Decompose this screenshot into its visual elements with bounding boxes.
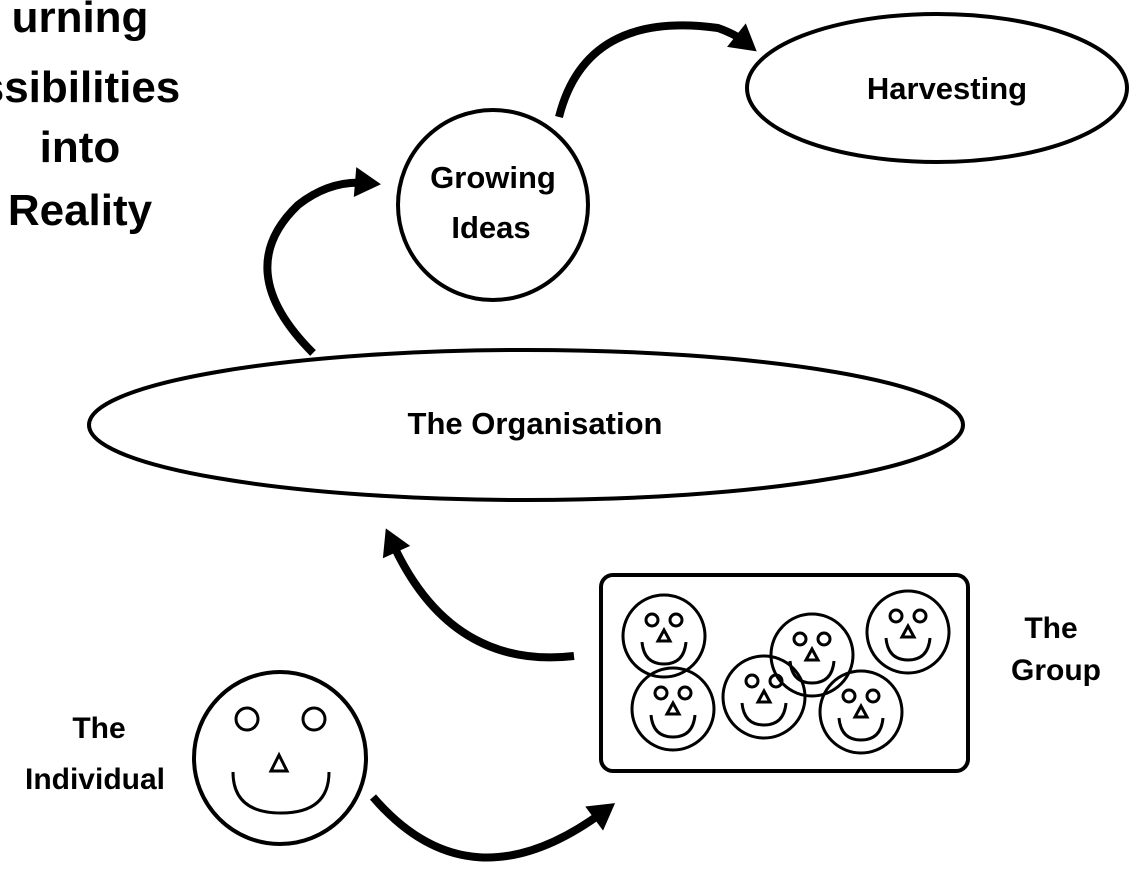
growing-ideas-label-line-1: Growing <box>430 160 556 195</box>
title-line-3: into <box>40 123 121 172</box>
page-title: urning ssibilities into Reality <box>0 0 180 235</box>
individual-label: The Individual <box>25 712 165 796</box>
group-label: The Group <box>1011 612 1101 687</box>
group-face-outline <box>865 589 951 675</box>
arrow-organisation-to-growing <box>263 167 381 356</box>
growing-ideas-label-line-2: Ideas <box>451 210 530 245</box>
group-face <box>721 654 807 740</box>
individual-face <box>192 670 368 846</box>
group-face-left-eye <box>653 685 669 701</box>
group-face-mouth <box>837 717 885 742</box>
group-face-outline <box>769 612 855 698</box>
group-face-outline <box>818 669 904 755</box>
group-face-right-eye <box>768 673 784 689</box>
group-face-right-eye <box>912 608 928 624</box>
group-face-mouth <box>740 702 788 727</box>
individual-left-eye <box>234 706 260 732</box>
group-face-outline <box>621 593 707 679</box>
individual-nose <box>268 751 290 773</box>
group-label-line-2: Group <box>1011 654 1101 687</box>
group-label-line-1: The <box>1024 612 1077 645</box>
organisation-node: The Organisation <box>87 348 965 502</box>
group-face-right-eye <box>668 612 684 628</box>
group-face-nose <box>803 645 821 662</box>
group-faces <box>621 589 951 755</box>
group-face-left-eye <box>888 608 904 624</box>
group-face-mouth <box>788 660 836 685</box>
individual-label-line-2: Individual <box>25 763 165 796</box>
group-face <box>865 589 951 675</box>
group-face-right-eye <box>816 631 832 647</box>
group-face-mouth <box>649 714 697 739</box>
group-face-mouth <box>884 637 932 662</box>
group-face-left-eye <box>744 673 760 689</box>
group-face-nose <box>664 699 682 716</box>
harvesting-node: Harvesting <box>745 12 1129 164</box>
individual-label-line-1: The <box>72 712 125 745</box>
arrow-group-to-organisation <box>382 528 575 662</box>
group-face-outline <box>721 654 807 740</box>
individual-right-eye <box>301 706 327 732</box>
group-face <box>818 669 904 755</box>
group-face-mouth <box>640 641 688 666</box>
organisation-label: The Organisation <box>408 406 663 441</box>
group-face-right-eye <box>677 685 693 701</box>
harvesting-label: Harvesting <box>867 71 1027 106</box>
group-face-nose <box>899 622 917 639</box>
group-face-left-eye <box>841 688 857 704</box>
arrow-growing-to-harvesting <box>555 21 757 118</box>
group-face-right-eye <box>865 688 881 704</box>
group-face-nose <box>755 687 773 704</box>
group-face <box>621 593 707 679</box>
individual-mouth <box>231 771 331 815</box>
group-face-outline <box>630 666 716 752</box>
group-face-nose <box>655 626 673 643</box>
group-face-nose <box>852 702 870 719</box>
growing-ideas-node: Growing Ideas <box>396 108 590 302</box>
group-face <box>630 666 716 752</box>
title-line-4: Reality <box>8 186 153 235</box>
group-face-left-eye <box>792 631 808 647</box>
title-line-2: ssibilities <box>0 63 180 112</box>
group-face-left-eye <box>644 612 660 628</box>
group-box <box>599 573 970 773</box>
arrow-individual-to-group <box>369 794 616 862</box>
title-line-1: urning <box>12 0 149 42</box>
group-face <box>769 612 855 698</box>
